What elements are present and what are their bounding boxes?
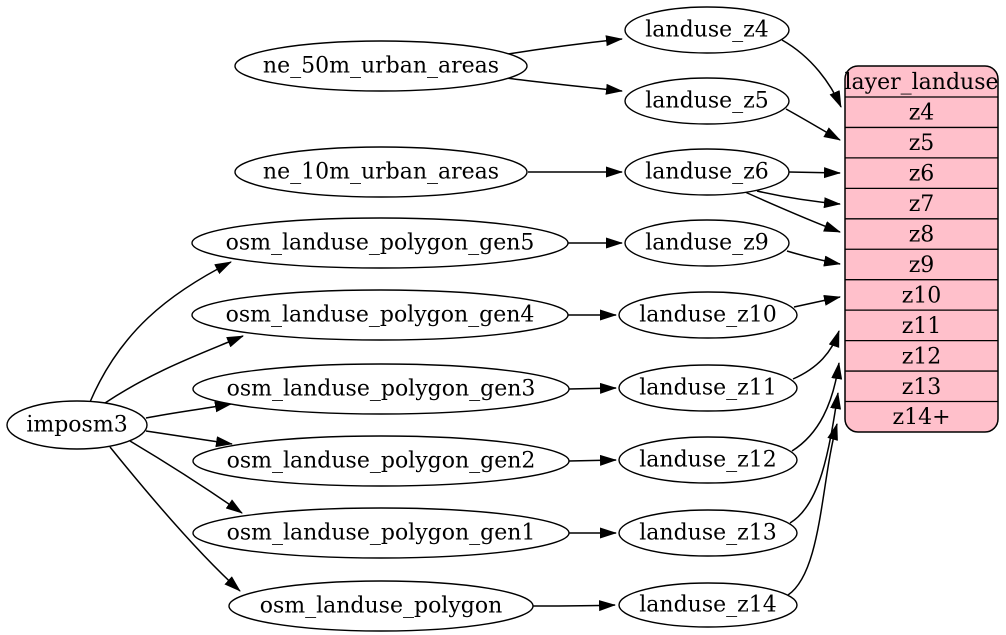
node-ellipse <box>234 40 528 92</box>
node-ellipse <box>618 364 798 412</box>
edge-landuse_z10-to-layer_landuse-z10 <box>793 294 841 308</box>
table-row-z6: z6 <box>909 162 935 187</box>
node-landuse_z10: landuse_z10 <box>618 291 798 339</box>
node-label-landuse_z13: landuse_z13 <box>639 521 776 546</box>
table-row-z14+: z14+ <box>892 405 950 430</box>
edge-landuse_z6-to-layer_landuse-z7 <box>756 190 841 209</box>
node-ne_10m_urban_areas: ne_10m_urban_areas <box>234 146 528 198</box>
edge-landuse_z5-to-layer_landuse-z5 <box>785 108 841 141</box>
edge-landuse_z11-to-layer_landuse-z11 <box>792 330 840 380</box>
node-label-landuse_z5: landuse_z5 <box>645 89 768 114</box>
edge-landuse_z9-to-layer_landuse-z9 <box>786 250 841 267</box>
edge-landuse_z4-to-layer_landuse-z4 <box>781 39 842 108</box>
node-ellipse <box>192 507 570 559</box>
table-row-z11: z11 <box>902 314 942 339</box>
edge-landuse_z12-to-layer_landuse-z12 <box>791 362 843 452</box>
edge-landuse_z14-to-layer_landuse-z14+ <box>787 423 838 596</box>
edge-imposm3-to-osm_landuse_polygon_gen1 <box>129 440 243 514</box>
table-row-z7: z7 <box>909 192 935 217</box>
node-ellipse <box>624 219 790 267</box>
table-row-z4: z4 <box>909 101 935 126</box>
node-ellipse <box>624 6 790 54</box>
edge-ne_50m_urban_areas-to-landuse_z5 <box>505 77 623 95</box>
node-label-landuse_z4: landuse_z4 <box>645 18 768 43</box>
node-imposm3: imposm3 <box>6 400 148 450</box>
table-row-z9: z9 <box>909 253 935 278</box>
node-ellipse <box>624 77 790 125</box>
node-ellipse <box>618 291 798 339</box>
table-row-z5: z5 <box>909 131 935 156</box>
node-ellipse <box>618 582 798 628</box>
node-landuse_z13: landuse_z13 <box>618 509 798 557</box>
node-ellipse <box>228 580 534 632</box>
table-row-z13: z13 <box>902 375 942 400</box>
edge-imposm3-to-osm_landuse_polygon <box>109 446 241 592</box>
node-osm_landuse_polygon_gen2: osm_landuse_polygon_gen2 <box>192 435 570 487</box>
node-label-osm_landuse_polygon_gen4: osm_landuse_polygon_gen4 <box>226 303 535 328</box>
edge-ne_50m_urban_areas-to-landuse_z4 <box>507 35 623 55</box>
node-label-landuse_z11: landuse_z11 <box>639 376 776 401</box>
edge-osm_landuse_polygon_gen3-to-landuse_z11 <box>568 382 617 394</box>
edge-imposm3-to-osm_landuse_polygon_gen4 <box>104 335 244 404</box>
node-label-landuse_z6: landuse_z6 <box>645 160 768 185</box>
node-osm_landuse_polygon_gen1: osm_landuse_polygon_gen1 <box>192 507 570 559</box>
edge-imposm3-to-osm_landuse_polygon_gen3 <box>145 401 232 419</box>
node-label-osm_landuse_polygon_gen2: osm_landuse_polygon_gen2 <box>227 449 536 474</box>
table-title: layer_landuse <box>845 70 999 95</box>
node-osm_landuse_polygon_gen3: osm_landuse_polygon_gen3 <box>192 363 570 415</box>
node-label-osm_landuse_polygon: osm_landuse_polygon <box>260 594 503 619</box>
node-ne_50m_urban_areas: ne_50m_urban_areas <box>234 40 528 92</box>
node-landuse_z4: landuse_z4 <box>624 6 790 54</box>
node-label-ne_50m_urban_areas: ne_50m_urban_areas <box>263 54 499 79</box>
node-ellipse <box>192 435 570 487</box>
edge-landuse_z13-to-layer_landuse-z13 <box>789 392 842 524</box>
node-ellipse <box>234 146 528 198</box>
edge-landuse_z6-to-layer_landuse-z6 <box>788 167 841 179</box>
node-label-landuse_z14: landuse_z14 <box>639 593 776 618</box>
node-landuse_z12: landuse_z12 <box>618 436 798 484</box>
edge-osm_landuse_polygon_gen2-to-landuse_z12 <box>568 454 617 466</box>
edge-osm_landuse_polygon-to-landuse_z14 <box>532 600 616 612</box>
node-landuse_z14: landuse_z14 <box>618 582 798 628</box>
edge-landuse_z6-to-layer_landuse-z8 <box>744 191 841 233</box>
node-osm_landuse_polygon_gen4: osm_landuse_polygon_gen4 <box>191 289 569 341</box>
node-label-landuse_z10: landuse_z10 <box>639 303 776 328</box>
node-landuse_z6: landuse_z6 <box>624 148 790 196</box>
node-label-landuse_z9: landuse_z9 <box>645 231 768 256</box>
node-label-imposm3: imposm3 <box>26 413 127 438</box>
table-layer-landuse: layer_landuse z4 z5 z6 z7 z8 z9 z10 z11 z12 z13 z14… <box>844 65 999 433</box>
node-ellipse <box>192 363 570 415</box>
table-row-z12: z12 <box>902 344 942 369</box>
node-label-osm_landuse_polygon_gen1: osm_landuse_polygon_gen1 <box>227 521 536 546</box>
node-label-osm_landuse_polygon_gen3: osm_landuse_polygon_gen3 <box>227 377 536 402</box>
node-landuse_z11: landuse_z11 <box>618 364 798 412</box>
edge-imposm3-to-osm_landuse_polygon_gen5 <box>89 261 232 403</box>
table-row-z10: z10 <box>902 283 942 308</box>
edge-imposm3-to-osm_landuse_polygon_gen2 <box>145 430 233 448</box>
node-landuse_z9: landuse_z9 <box>624 219 790 267</box>
node-ellipse <box>191 289 569 341</box>
node-ellipse <box>618 509 798 557</box>
node-osm_landuse_polygon: osm_landuse_polygon <box>228 580 534 632</box>
node-label-ne_10m_urban_areas: ne_10m_urban_areas <box>263 160 499 185</box>
node-ellipse <box>6 400 148 450</box>
node-landuse_z5: landuse_z5 <box>624 77 790 125</box>
node-ellipse <box>624 148 790 196</box>
node-label-osm_landuse_polygon_gen5: osm_landuse_polygon_gen5 <box>226 231 535 256</box>
node-ellipse <box>191 217 569 269</box>
node-ellipse <box>618 436 798 484</box>
table-row-z8: z8 <box>909 223 935 248</box>
node-label-landuse_z12: landuse_z12 <box>639 448 776 473</box>
node-osm_landuse_polygon_gen5: osm_landuse_polygon_gen5 <box>191 217 569 269</box>
